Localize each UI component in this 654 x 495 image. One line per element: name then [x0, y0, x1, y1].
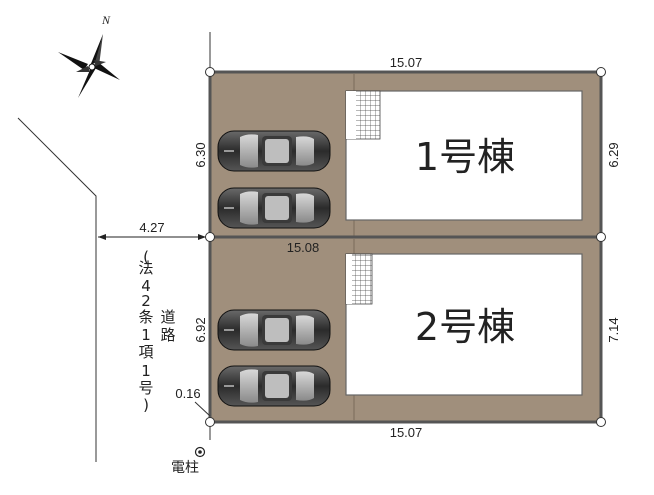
dim-lot2-top: 15.08: [287, 240, 320, 255]
svg-text:1: 1: [141, 362, 151, 380]
svg-text:(: (: [143, 248, 149, 266]
utility-pole-label: 電柱: [171, 460, 199, 476]
dim-lot1-top: 15.07: [390, 55, 423, 70]
dim-lot2-bottom: 15.07: [390, 425, 423, 440]
dim-lot1-left: 6.30: [193, 142, 208, 167]
road-edge-line: [17, 117, 97, 462]
svg-text:): ): [143, 396, 149, 414]
north-label: N: [101, 13, 111, 27]
car-icon: [217, 365, 331, 407]
svg-text:2: 2: [141, 292, 151, 310]
boundary-markers: [205, 67, 606, 427]
dim-road-width: 4.27: [139, 220, 164, 235]
svg-text:号: 号: [138, 379, 153, 397]
car-icon: [217, 187, 331, 229]
road-law-label: ( 法 4 2 条 1 項 1 号 ): [138, 248, 153, 414]
car-icon: [217, 130, 331, 172]
compass-rose-icon: [58, 34, 120, 98]
svg-text:法: 法: [138, 259, 153, 277]
utility-pole-icon: [194, 446, 206, 458]
lot-2: [208, 235, 603, 424]
svg-text:4: 4: [141, 277, 151, 295]
svg-text:道: 道: [160, 308, 175, 326]
building-2: [345, 253, 583, 396]
svg-text:1: 1: [141, 326, 151, 344]
svg-text:条: 条: [138, 308, 153, 326]
house-label-2: 2号棟: [415, 305, 515, 349]
dim-lot2-left: 6.92: [193, 317, 208, 342]
dim-setback: 0.16: [175, 386, 200, 401]
setback-leader: [194, 401, 211, 417]
building-1: [345, 90, 583, 221]
dim-lot2-right: 7.14: [606, 317, 621, 342]
dim-lot1-right: 6.29: [606, 142, 621, 167]
lot-1: [208, 70, 603, 239]
svg-text:項: 項: [138, 343, 153, 361]
car-icon: [217, 309, 331, 351]
house-label-1: 1号棟: [415, 135, 515, 179]
svg-text:路: 路: [160, 326, 175, 344]
road-name-label: 道 路: [160, 308, 175, 344]
